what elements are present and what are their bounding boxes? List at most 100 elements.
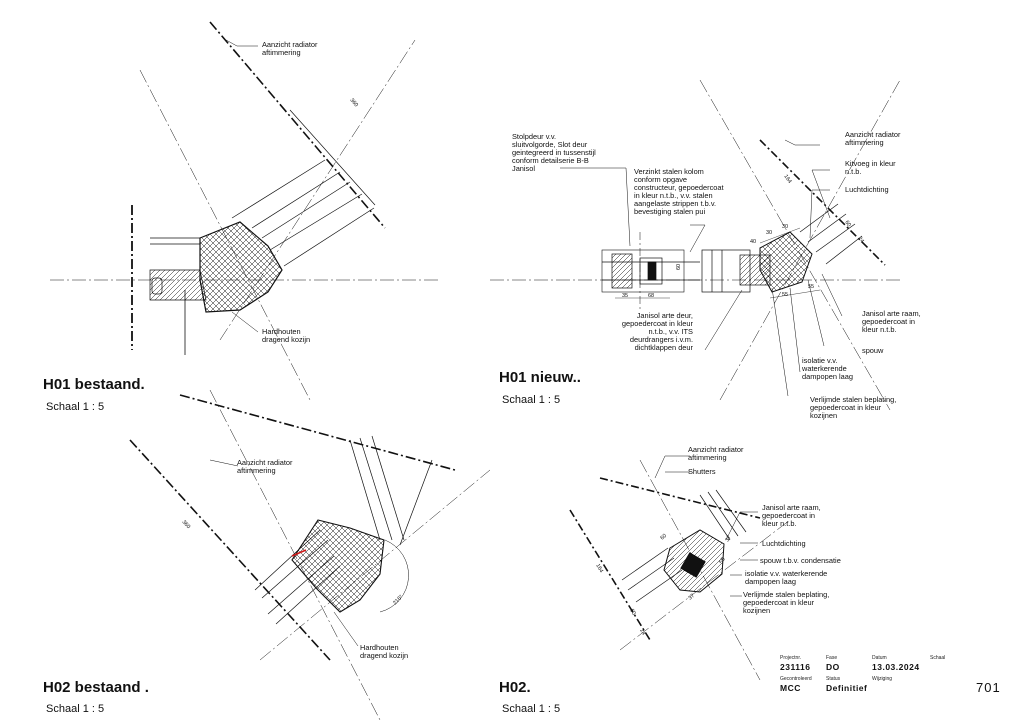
dim-164: 164: [594, 563, 604, 574]
scale-h02-bestaand: Schaal 1 : 5: [46, 703, 105, 715]
label-beplating-2: gepoedercoat in kleur: [743, 598, 815, 607]
label-kitvoeg-1: Kitvoeg in kleur: [845, 159, 896, 168]
label-deur-3: n.t.b., v.v. ITS: [649, 327, 694, 336]
dim-37a: 37: [725, 535, 733, 543]
view-h01-bestaand: [50, 21, 438, 401]
label-raam-3: kleur n.t.b.: [762, 519, 797, 528]
dim-30a: 30: [766, 230, 772, 236]
label-luchtdichting: Luchtdichting: [845, 185, 889, 194]
dim-37b: 37: [687, 593, 696, 602]
label-raam-3: kleur n.t.b.: [862, 325, 897, 334]
title-h01-bestaand: H01 bestaand.: [43, 376, 145, 393]
dim-164: 164: [782, 174, 792, 185]
dim-35: 35: [622, 293, 628, 299]
tb-schaal-label: Schaal: [930, 655, 946, 661]
label-beplating-3: kozijnen: [743, 606, 770, 615]
tb-datum: 13.03.2024: [872, 662, 920, 672]
label-kolom-4: in kleur n.t.b., v.v. stalen: [634, 191, 713, 200]
tb-status: Definitief: [826, 683, 868, 693]
label-spouw: spouw t.b.v. condensatie: [760, 556, 841, 565]
label-beplating-2: gepoedercoat in kleur: [810, 403, 882, 412]
label-beplating-1: Verlijmde stalen beplating,: [810, 395, 896, 404]
label-stolpdeur-5: Janisol: [512, 164, 535, 173]
label-radiator-2: aftimmering: [688, 453, 727, 462]
label-isolatie-3: dampopen laag: [802, 372, 853, 381]
dim-55b: 55: [808, 284, 814, 290]
dim-60b: 60: [676, 264, 682, 270]
dim-24: 24: [638, 628, 646, 636]
view-h01-nieuw: [490, 79, 901, 411]
label-spouw: spouw: [862, 346, 884, 355]
label-stolpdeur-4: conform detailserie B-B: [512, 156, 589, 165]
label-deur-5: dichtklappen deur: [635, 343, 694, 352]
tb-wijziging-label: Wijziging: [872, 676, 893, 682]
label-kolom-2: conform opgave: [634, 175, 687, 184]
label-luchtdichting: Luchtdichting: [762, 539, 806, 548]
view-h02: [569, 455, 791, 681]
dim-60a: 60: [843, 220, 851, 228]
label-kitvoeg-2: n.t.b.: [845, 167, 861, 176]
sheet-number: 701: [976, 680, 1001, 695]
label-kolom-1: Verzinkt stalen kolom: [634, 167, 704, 176]
dim-30b: 30: [782, 224, 788, 230]
label-beplating-3: kozijnen: [810, 411, 837, 420]
dim-60a: 60: [628, 608, 636, 616]
svg-text:Verlijmde stalen beplating,gep: Verlijmde stalen beplating,gepoedercoat …: [810, 395, 896, 420]
title-h01-nieuw: H01 nieuw..: [499, 369, 581, 386]
label-raam-2: gepoedercoat in: [762, 511, 815, 520]
dim-24: 24: [856, 236, 864, 244]
label-beplating-1: Verlijmde stalen beplating,: [743, 590, 829, 599]
dim-68: 68: [648, 293, 654, 299]
tb-gecontroleerd: MCC: [780, 683, 801, 693]
label-isolatie-2: dampopen laag: [745, 577, 796, 586]
label-kozijn-2: dragend kozijn: [360, 651, 408, 660]
label-radiator-1: Aanzicht radiator: [688, 445, 744, 454]
tb-projectnr: 231116: [780, 662, 811, 672]
label-kolom-6: bevestiging stalen pui: [634, 207, 705, 216]
tb-projectnr-label: Projectnr.: [780, 655, 802, 661]
dim-360: 360: [181, 519, 192, 530]
label-kozijn-1: Hardhouten: [360, 643, 399, 652]
tb-status-label: Status: [826, 676, 841, 682]
title-h02: H02.: [499, 679, 531, 696]
svg-text:Verlijmde stalen beplating,gep: Verlijmde stalen beplating,gepoedercoat …: [743, 590, 829, 615]
scale-h02: Schaal 1 : 5: [502, 703, 561, 715]
svg-text:Janisol arte deur,gepoedercoat: Janisol arte deur,gepoedercoat in kleurn…: [622, 311, 694, 352]
label-raam-1: Janisol arte raam,: [762, 503, 821, 512]
tb-fase: DO: [826, 662, 840, 672]
dim-360: 360: [348, 97, 359, 108]
label-stolpdeur-1: Stolpdeur v.v.: [512, 132, 556, 141]
label-raam-2: gepoedercoat in: [862, 317, 915, 326]
label-shutters: Shutters: [688, 467, 716, 476]
scale-h01-nieuw: Schaal 1 : 5: [502, 394, 561, 406]
label-deur-2: gepoedercoat in kleur: [622, 319, 694, 328]
label-stolpdeur-2: sluitvolgorde, Slot deur: [512, 140, 588, 149]
title-h02-bestaand: H02 bestaand .: [43, 679, 149, 696]
tb-gecontroleerd-label: Gecontroleerd: [780, 676, 812, 682]
h01-nieuw-labels: Stolpdeur v.v.sluitvolgorde, Slot deur ge…: [512, 130, 921, 420]
dim-55: 55: [719, 557, 727, 565]
label-radiator-line-1: Aanzicht radiator: [262, 40, 318, 49]
svg-text:Stolpdeur v.v.sluitvolgorde, S: Stolpdeur v.v.sluitvolgorde, Slot deurge…: [512, 132, 596, 173]
label-isolatie-2: waterkerende: [801, 364, 847, 373]
label-deur-1: Janisol arte deur,: [637, 311, 693, 320]
label-kozijn-line-2: dragend kozijn: [262, 335, 310, 344]
label-isolatie-1: isolatie v.v. waterkerende: [745, 569, 827, 578]
dim-55a: 55: [782, 292, 788, 298]
label-kolom-3: constructeur, gepoedercoat: [634, 183, 724, 192]
dim-40: 40: [750, 239, 756, 245]
label-radiator-1: Aanzicht radiator: [237, 458, 293, 467]
